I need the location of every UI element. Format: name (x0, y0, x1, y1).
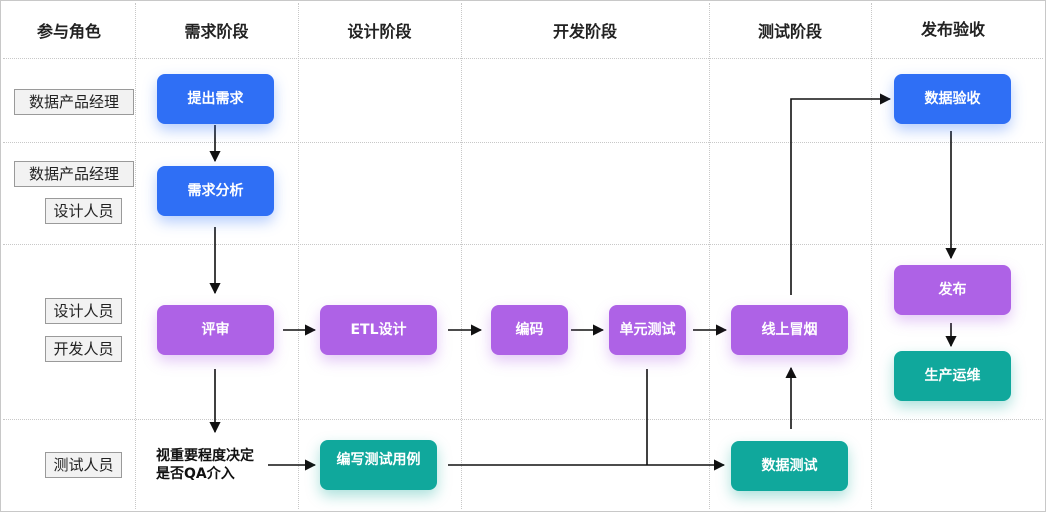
role-label-designer: 设计人员 (45, 198, 122, 224)
role-label-designer: 设计人员 (45, 298, 122, 324)
step-online-smoke-test[interactable]: 线上冒烟 (731, 305, 848, 355)
step-unit-test[interactable]: 单元测试 (609, 305, 686, 355)
step-review[interactable]: 评审 (157, 305, 274, 355)
role-label-tester: 测试人员 (45, 452, 122, 478)
row-divider (3, 419, 1043, 420)
row-divider (3, 58, 1043, 59)
header-release-acceptance: 发布验收 (920, 20, 985, 39)
step-submit-requirement[interactable]: 提出需求 (157, 74, 274, 124)
step-requirement-analysis[interactable]: 需求分析 (157, 166, 274, 216)
role-label-data-pm: 数据产品经理 (14, 161, 134, 187)
step-etl-design[interactable]: ETL设计 (320, 305, 437, 355)
step-data-acceptance[interactable]: 数据验收 (894, 74, 1011, 124)
step-production-ops[interactable]: 生产运维 (894, 351, 1011, 401)
step-coding[interactable]: 编码 (491, 305, 568, 355)
header-design-stage: 设计阶段 (347, 22, 412, 41)
row-divider (3, 142, 1043, 143)
role-label-developer: 开发人员 (45, 336, 122, 362)
header-requirement-stage: 需求阶段 (184, 22, 249, 41)
step-data-test[interactable]: 数据测试 (731, 441, 848, 491)
role-label-data-pm: 数据产品经理 (14, 89, 134, 115)
header-development-stage: 开发阶段 (552, 22, 617, 41)
qa-decision-note: 视重要程度决定 是否QA介入 (156, 447, 271, 483)
qa-decision-note-line2: 是否QA介入 (156, 466, 235, 482)
step-write-test-cases[interactable]: 编写测试用例 (320, 440, 437, 490)
column-divider (298, 3, 299, 509)
header-roles: 参与角色 (36, 22, 101, 41)
column-divider (709, 3, 710, 509)
row-divider (3, 244, 1043, 245)
step-release[interactable]: 发布 (894, 265, 1011, 315)
column-divider (461, 3, 462, 509)
qa-decision-note-line1: 视重要程度决定 (156, 448, 254, 464)
column-divider (135, 3, 136, 509)
arrow-smoke-to-acceptance (790, 93, 892, 295)
column-divider (871, 3, 872, 509)
header-testing-stage: 测试阶段 (757, 22, 822, 41)
